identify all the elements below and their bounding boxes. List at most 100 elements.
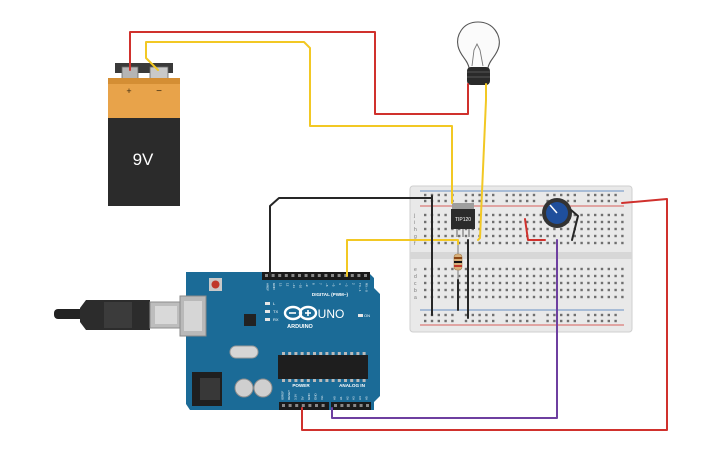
wire-red-battery-to-bulb[interactable]	[129, 31, 469, 115]
breadboard-hole[interactable]	[444, 193, 447, 197]
wire-purple-pot-to-a0[interactable]	[331, 239, 558, 419]
breadboard-hole[interactable]	[492, 295, 495, 299]
breadboard-hole[interactable]	[437, 241, 440, 245]
breadboard-hole[interactable]	[607, 319, 610, 323]
breadboard-hole[interactable]	[614, 295, 617, 299]
tip120-transistor[interactable]: TIP120	[451, 203, 475, 237]
breadboard-hole[interactable]	[485, 199, 488, 203]
breadboard-hole[interactable]	[600, 220, 604, 224]
breadboard-hole[interactable]	[478, 319, 481, 323]
breadboard-hole[interactable]	[519, 220, 522, 224]
breadboard-hole[interactable]	[424, 199, 427, 203]
breadboard-hole[interactable]	[498, 227, 502, 231]
breadboard-hole[interactable]	[478, 295, 481, 299]
breadboard-hole[interactable]	[539, 288, 542, 292]
breadboard-hole[interactable]	[587, 234, 590, 238]
breadboard-hole[interactable]	[621, 234, 624, 238]
breadboard-hole[interactable]	[580, 234, 583, 238]
breadboard-hole[interactable]	[505, 313, 508, 317]
breadboard-hole[interactable]	[498, 274, 502, 278]
breadboard-hole[interactable]	[464, 193, 468, 197]
breadboard-hole[interactable]	[424, 281, 427, 285]
breadboard-hole[interactable]	[444, 213, 447, 217]
breadboard-hole[interactable]	[424, 274, 427, 278]
breadboard-hole[interactable]	[485, 313, 488, 317]
digital-pin[interactable]	[298, 274, 301, 277]
breadboard-hole[interactable]	[437, 234, 440, 238]
breadboard-hole[interactable]	[573, 193, 576, 197]
breadboard-hole[interactable]	[478, 274, 481, 278]
breadboard-hole[interactable]	[594, 234, 597, 238]
breadboard-hole[interactable]	[594, 313, 597, 317]
breadboard-hole[interactable]	[505, 193, 508, 197]
breadboard-hole[interactable]	[621, 295, 624, 299]
breadboard-hole[interactable]	[607, 227, 610, 231]
breadboard-hole[interactable]	[437, 213, 440, 217]
breadboard-hole[interactable]	[424, 313, 427, 317]
breadboard-hole[interactable]	[485, 213, 488, 217]
breadboard-hole[interactable]	[519, 227, 522, 231]
breadboard-hole[interactable]	[444, 288, 447, 292]
breadboard-hole[interactable]	[526, 199, 529, 203]
breadboard-hole[interactable]	[492, 199, 495, 203]
breadboard-hole[interactable]	[600, 241, 604, 245]
breadboard-hole[interactable]	[539, 213, 542, 217]
breadboard-hole[interactable]	[526, 281, 529, 285]
breadboard-hole[interactable]	[526, 313, 529, 317]
breadboard-hole[interactable]	[546, 234, 549, 238]
breadboard-hole[interactable]	[424, 267, 427, 271]
breadboard-hole[interactable]	[485, 281, 488, 285]
breadboard[interactable]: j i h g f e d c b a	[409, 185, 633, 333]
breadboard-hole[interactable]	[587, 281, 590, 285]
digital-pin[interactable]	[364, 274, 367, 277]
digital-pin[interactable]	[291, 274, 295, 277]
breadboard-hole[interactable]	[424, 213, 427, 217]
breadboard-hole[interactable]	[621, 288, 624, 292]
breadboard-hole[interactable]	[437, 193, 440, 197]
breadboard-hole[interactable]	[424, 193, 427, 197]
breadboard-hole[interactable]	[451, 288, 454, 292]
digital-pin[interactable]	[317, 274, 321, 277]
breadboard-hole[interactable]	[444, 274, 447, 278]
breadboard-hole[interactable]	[600, 274, 604, 278]
breadboard-hole[interactable]	[594, 319, 597, 323]
breadboard-hole[interactable]	[553, 193, 556, 197]
power-pin[interactable]	[321, 404, 325, 407]
breadboard-hole[interactable]	[485, 234, 488, 238]
breadboard-hole[interactable]	[594, 267, 597, 271]
breadboard-hole[interactable]	[566, 199, 570, 203]
breadboard-hole[interactable]	[539, 220, 542, 224]
breadboard-hole[interactable]	[600, 267, 604, 271]
breadboard-hole[interactable]	[492, 274, 495, 278]
reset-button[interactable]	[211, 280, 220, 289]
breadboard-hole[interactable]	[560, 241, 563, 245]
breadboard-hole[interactable]	[512, 234, 515, 238]
digital-pin[interactable]	[344, 274, 348, 277]
breadboard-hole[interactable]	[437, 274, 440, 278]
breadboard-hole[interactable]	[573, 199, 576, 203]
breadboard-hole[interactable]	[505, 199, 508, 203]
breadboard-hole[interactable]	[539, 234, 542, 238]
wire-black-pot-right[interactable]	[570, 209, 579, 241]
breadboard-hole[interactable]	[587, 288, 590, 292]
breadboard-hole[interactable]	[424, 295, 427, 299]
breadboard-hole[interactable]	[505, 319, 508, 323]
breadboard-hole[interactable]	[600, 227, 604, 231]
breadboard-hole[interactable]	[444, 241, 447, 245]
breadboard-hole[interactable]	[532, 288, 536, 292]
breadboard-hole[interactable]	[560, 295, 563, 299]
breadboard-hole[interactable]	[437, 227, 440, 231]
breadboard-hole[interactable]	[471, 234, 474, 238]
breadboard-hole[interactable]	[512, 199, 515, 203]
potentiometer[interactable]	[542, 198, 572, 228]
breadboard-hole[interactable]	[573, 220, 576, 224]
breadboard-hole[interactable]	[526, 274, 529, 278]
breadboard-hole[interactable]	[485, 295, 488, 299]
breadboard-hole[interactable]	[607, 213, 610, 217]
breadboard-hole[interactable]	[512, 213, 515, 217]
breadboard-hole[interactable]	[424, 220, 427, 224]
breadboard-hole[interactable]	[505, 288, 508, 292]
breadboard-hole[interactable]	[580, 213, 583, 217]
breadboard-hole[interactable]	[485, 288, 488, 292]
breadboard-hole[interactable]	[512, 313, 515, 317]
